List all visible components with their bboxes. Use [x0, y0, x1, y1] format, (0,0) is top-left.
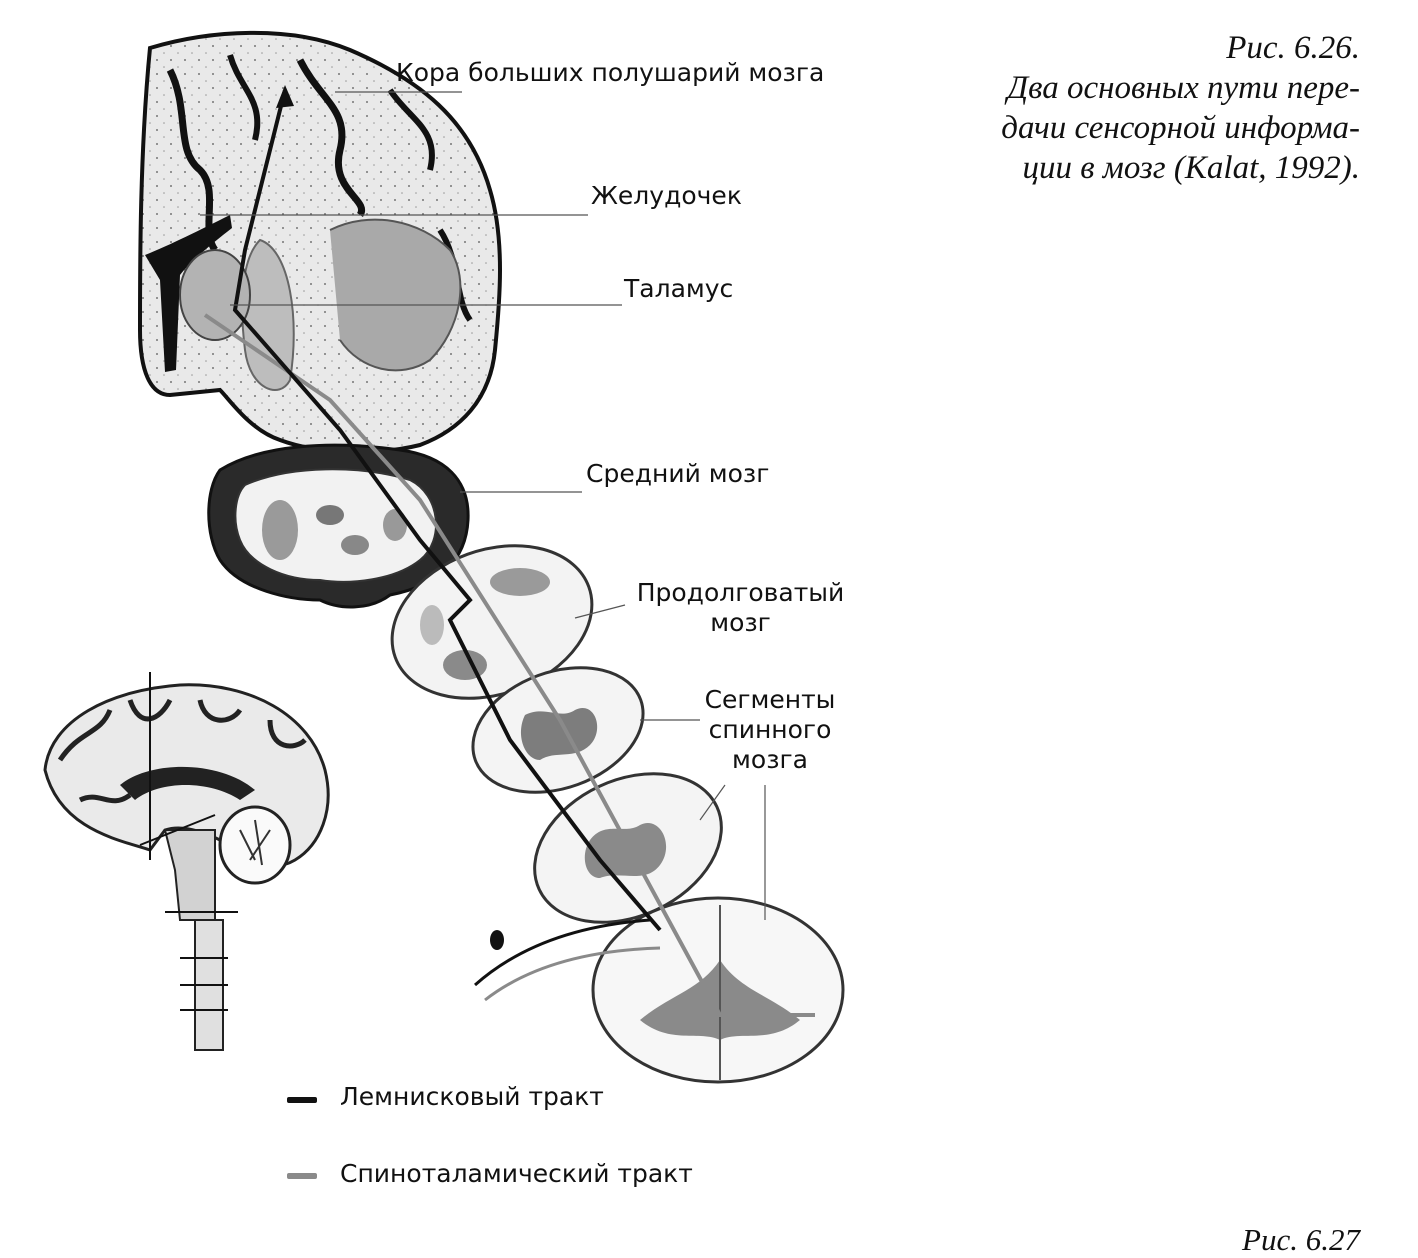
caption-line-1: Два основных пути пере-: [1007, 70, 1360, 106]
caption-number: Рис. 6.26.: [1226, 30, 1360, 66]
caption-line-3: ции в мозг (Kalat, 1992).: [1022, 150, 1360, 186]
label-spinal-segments: Сегменты спинного мозга: [690, 685, 850, 775]
label-segments-line2: спинного: [708, 715, 832, 744]
caption-line-2: дачи сенсорной информа-: [1001, 110, 1360, 146]
spinothalamic-tract-path: [203, 313, 815, 1017]
label-medulla-line1: Продолговатый: [636, 578, 845, 607]
midbrain-section: [207, 443, 470, 609]
label-midbrain: Средний мозг: [586, 459, 770, 488]
label-medulla: Продолговатый мозг: [628, 578, 853, 638]
label-segments-line1: Сегменты: [704, 685, 836, 714]
label-leader-lines: [200, 91, 766, 920]
label-thalamus: Таламус: [624, 274, 734, 303]
legend-swatch-spinothalamic: [287, 1173, 317, 1179]
next-figure-caption: Рис. 6.27: [1242, 1222, 1360, 1257]
lemniscal-tract-arrowhead: [276, 85, 294, 108]
legend-swatch-lemniscal: [287, 1097, 317, 1103]
cerebral-cortex-section: [137, 30, 502, 454]
figure-caption: Рис. 6.26. Два основных пути пере- дачи …: [1001, 28, 1360, 188]
label-medulla-line2: мозг: [710, 608, 771, 637]
legend-label-lemniscal: Лемнисковый тракт: [340, 1082, 604, 1111]
lemniscal-tract-path: [232, 89, 662, 932]
spinal-segment-3: [591, 896, 845, 1084]
legend-label-spinothalamic: Спиноталамический тракт: [340, 1159, 693, 1188]
label-segments-line3: мозга: [732, 745, 808, 774]
inset-sagittal-brain: [43, 672, 330, 1051]
label-cortex: Кора больших полушарий мозга: [396, 58, 825, 87]
spinal-nerve: [474, 918, 661, 1002]
label-ventricle: Желудочек: [591, 181, 742, 210]
spinal-segment-1: [471, 666, 645, 794]
